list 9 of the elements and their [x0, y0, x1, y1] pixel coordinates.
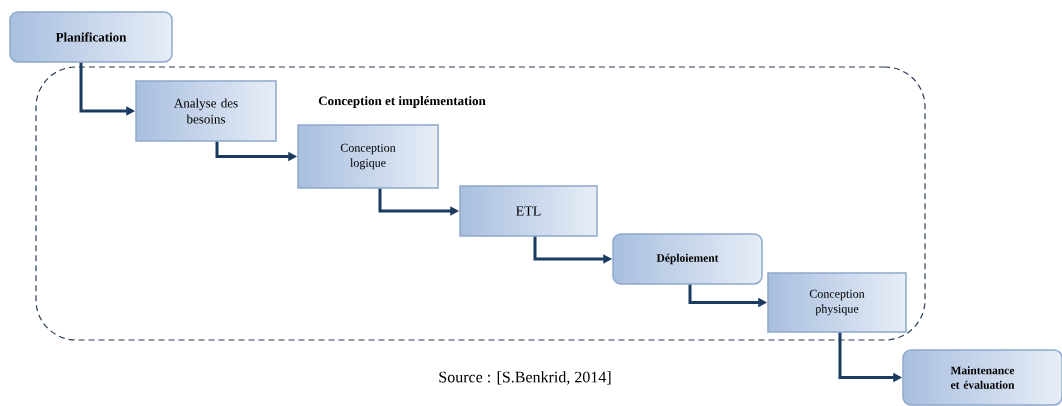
rounded-box: Planification — [9, 11, 173, 63]
region-heading: Conception et implémentation — [318, 96, 486, 108]
rounded-box: Déploiement — [612, 233, 763, 285]
caption: Source : [S.Benkrid, 2014] — [439, 371, 611, 385]
process-box: Conception physique — [767, 272, 907, 333]
rounded-box: Maintenance et évaluation — [902, 349, 1062, 406]
process-box: Conception logique — [297, 124, 439, 189]
process-box: ETL — [459, 185, 598, 237]
process-box: Analyse des besoins — [135, 80, 277, 142]
